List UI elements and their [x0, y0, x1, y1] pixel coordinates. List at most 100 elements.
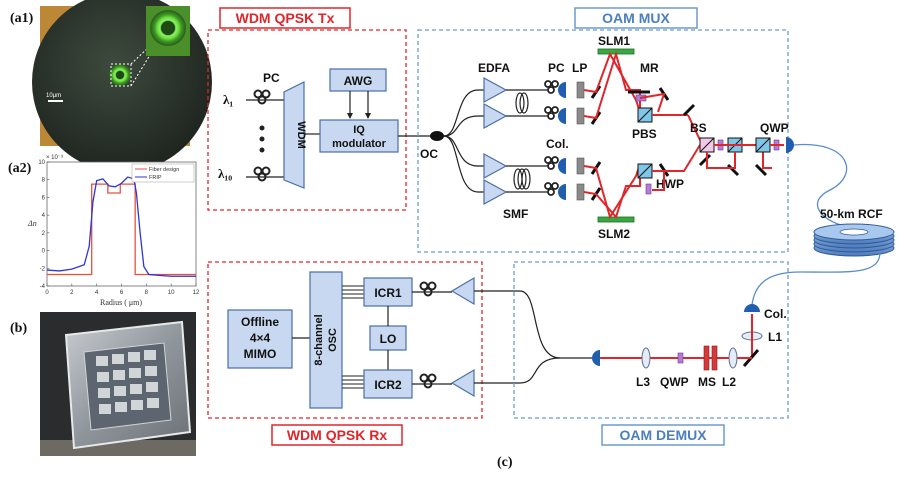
tx-title-box: [219, 7, 351, 29]
legend-frip: FRIP: [149, 175, 162, 181]
tx-ellipsis-dot-2: [259, 136, 265, 142]
iq-modulator-block: [319, 119, 399, 153]
slm1-label: SLM1: [598, 34, 630, 48]
panel-label-a2: (a2): [8, 161, 32, 176]
y-tick-label: 4: [42, 213, 46, 219]
wdm-label: WDM: [295, 121, 307, 149]
rx-section: WDM QPSK Rx Offline 4×4 MIMO 8-channel O…: [207, 261, 483, 446]
optical-coupler-icon: [430, 131, 444, 141]
tx-dashed-frame: [207, 29, 407, 211]
offline-label-1: Offline: [241, 315, 279, 329]
series-line-frip: [46, 176, 196, 277]
offline-label-3: MIMO: [244, 347, 277, 361]
osc-label-1: 8-channel: [313, 314, 325, 365]
lo-label: LO: [380, 332, 397, 346]
tx-pc-bottom-icon: [253, 166, 271, 182]
icr1-label: ICR1: [374, 286, 402, 300]
x-tick-label: 12: [193, 290, 200, 296]
y-tick-label: 0: [42, 249, 46, 255]
edfa-bottom-2-icon: [483, 178, 508, 206]
phase-plate-photo: [40, 312, 196, 456]
col-label: Col.: [546, 137, 569, 151]
awg-block: [329, 68, 387, 92]
edfa-top-1-icon: [483, 76, 508, 104]
rx-pc-bottom-icon: [419, 373, 437, 389]
panel-label-c: (c): [497, 455, 513, 470]
chart-legend: Fiber design FRIP: [131, 163, 195, 183]
demux-input-collimator-icon: [744, 304, 760, 312]
demux-qwp-icon: [677, 352, 684, 364]
demux-dashed-frame: [513, 261, 789, 419]
icr2-label: ICR2: [374, 378, 402, 392]
oam-mux-section: OAM MUX EDFA SMF PC LP Col.: [417, 7, 794, 253]
demux-title: OAM DEMUX: [619, 427, 707, 443]
x-tick-label: 2: [70, 290, 74, 296]
panel-label-b: (b): [10, 321, 27, 336]
rx-fiber-top: [474, 290, 592, 359]
fiber-link-upper: [793, 143, 853, 229]
iq-label-1: IQ: [353, 124, 365, 136]
mode-sorter-plate-2: [711, 345, 718, 371]
rx-title: WDM QPSK Rx: [287, 427, 388, 443]
rx-dashed-frame: [207, 261, 483, 419]
lp-label: LP: [572, 61, 587, 75]
y-tick-label: 6: [42, 195, 46, 201]
chart-exponent-label: × 10⁻³: [46, 155, 63, 161]
awg-label: AWG: [344, 74, 373, 88]
y-tick-label: -2: [40, 266, 46, 272]
mux-pc-label: PC: [548, 61, 565, 75]
y-tick-label: 10: [38, 160, 45, 166]
oam-demux-section: OAM DEMUX Col. L1 L2 MS QWP L3: [513, 261, 789, 446]
x-tick-label: 10: [168, 290, 175, 296]
rx-amplifier-bottom-icon: [450, 368, 475, 398]
l2-label: L2: [722, 375, 736, 389]
rcf-label: 50-km RCF: [820, 207, 883, 221]
y-tick-label: 2: [42, 231, 46, 237]
mode-sorter-plate-1: [703, 345, 710, 371]
panel-label-a1: (a1): [10, 11, 34, 26]
y-tick-label: 8: [42, 178, 46, 184]
fiber-spool-top-icon: [515, 92, 525, 114]
mux-pc-icons: [544, 80, 559, 196]
series-line-fiber-design: [47, 183, 196, 276]
osc-label-2: OSC: [327, 328, 339, 352]
edfa-bottom-1-icon: [483, 152, 508, 180]
scale-bar-label: 10μm: [46, 93, 61, 99]
fiber-cross-section-photo: [32, 0, 212, 172]
mux-qwp-label: QWP: [760, 121, 789, 135]
demux-col-label: Col.: [764, 307, 787, 321]
slm2-label: SLM2: [598, 227, 630, 241]
tx-title: WDM QPSK Tx: [236, 10, 335, 26]
iq-label-2: modulator: [332, 138, 386, 150]
oscilloscope-block: [309, 271, 343, 409]
mux-title: OAM MUX: [602, 10, 670, 26]
legend-fiber-design: Fiber design: [149, 167, 179, 173]
tx-ellipsis-dot-1: [259, 125, 265, 131]
tx-section: WDM QPSK Tx PC λ₁ λ₁₀ WDM AWG IQ: [207, 7, 430, 211]
linear-polarizers: [576, 81, 585, 201]
pbs-label: PBS: [632, 127, 657, 141]
rx-fiber-bottom: [474, 357, 561, 384]
tx-pc-top-icon: [253, 89, 271, 105]
demux-qwp-label: QWP: [660, 375, 689, 389]
tx-ellipsis-dot-3: [259, 147, 265, 153]
edfa-top-2-icon: [483, 102, 508, 130]
hwp-label: HWP: [656, 177, 684, 191]
x-tick-label: 4: [95, 290, 99, 296]
offline-label-2: 4×4: [250, 331, 271, 345]
bs-label: BS: [690, 121, 707, 135]
mux-output-collimator-icon: [786, 137, 794, 153]
lens-l3-icon: [641, 347, 651, 369]
lo-block: [369, 325, 407, 351]
demux-title-box: [601, 424, 725, 446]
y-tick-label: -4: [40, 284, 46, 290]
offline-mimo-block: [227, 309, 293, 369]
mux-collimators: [558, 82, 566, 200]
steering-mirrors: [590, 85, 602, 201]
smf-label: SMF: [503, 207, 528, 221]
tx-lambda10: λ₁₀: [218, 166, 232, 181]
x-tick-label: 6: [120, 290, 124, 296]
rx-amplifier-top-icon: [450, 276, 475, 306]
